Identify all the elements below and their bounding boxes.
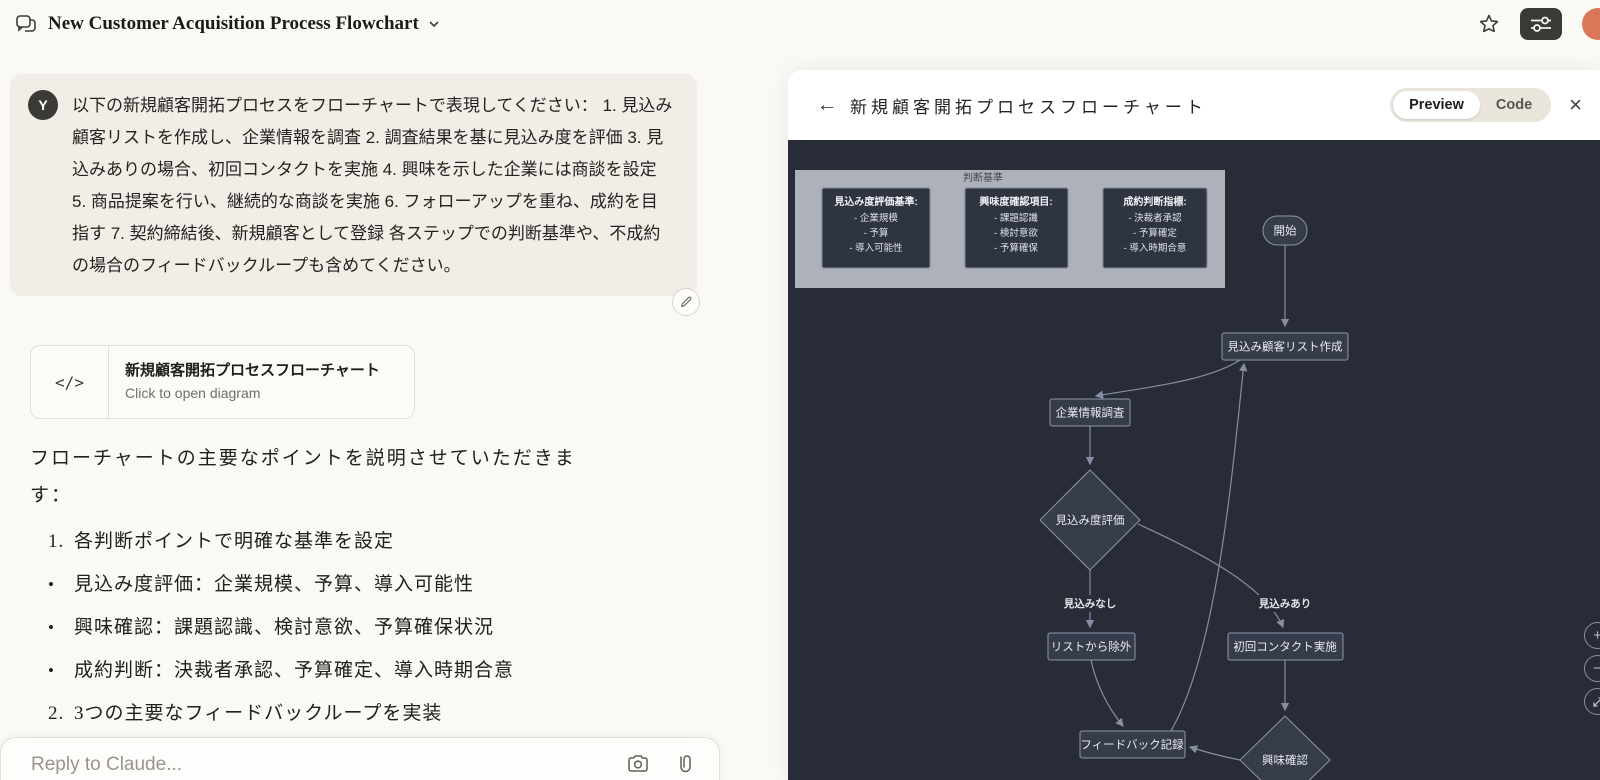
assistant-message: フローチャートの主要なポイントを説明させていただきます： 1. 各判断ポイントで… [30, 440, 640, 742]
artifact-panel-header: ← 新規顧客開拓プロセスフローチャート Preview Code × [788, 70, 1600, 140]
list-marker: 2. [48, 703, 65, 724]
flow-nodes: 開始 見込み顧客リスト作成 企業情報調査 見込み度評価 リストから除外 初回コン… [1039, 215, 1349, 780]
artifact-card[interactable]: </> 新規顧客開拓プロセスフローチャート Click to open diag… [30, 345, 415, 419]
edge-interest-to-feedback [1188, 745, 1241, 761]
code-icon: </> [31, 346, 109, 418]
chevron-down-icon[interactable] [427, 17, 441, 31]
star-icon [1479, 14, 1499, 33]
criteria-line: - 導入可能性 [849, 242, 903, 254]
criteria-box-2 [964, 187, 1069, 269]
pencil-icon [681, 296, 692, 307]
diagram-canvas[interactable]: 判断基準 見込み度評価基準: - 企業規模 - 予算 - 導入可能性 興味度確認… [788, 140, 1600, 780]
list-item: • 成約判断：決裁者承認、予算確定、導入時期合意 [48, 656, 640, 686]
user-message-text: 以下の新規顧客開拓プロセスをフローチャートで表現してください： 1. 見込み顧客… [72, 96, 673, 275]
paperclip-icon[interactable] [673, 752, 697, 776]
user-avatar: Y [28, 90, 58, 120]
list-item: • 興味確認：課題認識、検討意欲、予算確保状況 [48, 613, 640, 643]
criteria-line: - 予算確定 [1133, 227, 1177, 239]
node-remove-label: リストから除外 [1051, 640, 1132, 654]
node-feedback [1079, 730, 1186, 759]
top-bar: New Customer Acquisition Process Flowcha… [0, 0, 1600, 48]
edge-label-bg [1254, 595, 1316, 612]
chats-icon [16, 15, 36, 32]
back-button[interactable]: ← [812, 93, 842, 117]
conversation-title[interactable]: New Customer Acquisition Process Flowcha… [48, 13, 419, 34]
criteria-title: 成約判断指標: [1123, 195, 1186, 208]
artifact-card-title: 新規顧客開拓プロセスフローチャート [125, 362, 380, 379]
artifact-title: 新規顧客開拓プロセスフローチャート [850, 97, 1207, 117]
criteria-line: - 予算確保 [994, 242, 1038, 254]
node-contact-label: 初回コンタクト実施 [1233, 640, 1337, 654]
list-text: 成約判断：決裁者承認、予算確定、導入時期合意 [74, 660, 515, 681]
list-text: 3つの主要なフィードバックループを実装 [74, 703, 443, 724]
node-create-list-label: 見込み顧客リスト作成 [1228, 340, 1343, 354]
criteria-group: 判断基準 見込み度評価基準: - 企業規模 - 予算 - 導入可能性 興味度確認… [795, 170, 1225, 288]
list-item: 2. 3つの主要なフィードバックループを実装 [48, 699, 640, 729]
star-button[interactable] [1472, 7, 1506, 41]
tab-preview[interactable]: Preview [1393, 91, 1480, 119]
edge-label-yes: 見込みあり [1258, 597, 1312, 610]
mermaid-flowchart: 判断基準 見込み度評価基準: - 企業規模 - 予算 - 導入可能性 興味度確認… [795, 170, 1349, 780]
node-start-label: 開始 [1274, 224, 1297, 238]
edge-create-to-research [1094, 359, 1241, 399]
assistant-intro: フローチャートの主要なポイントを説明させていただきます： [30, 448, 576, 506]
edge-feedback-to-create-loop [1170, 362, 1248, 732]
list-text: 興味確認：課題認識、検討意欲、予算確保状況 [74, 617, 495, 638]
artifact-card-subtitle: Click to open diagram [125, 385, 261, 401]
criteria-title: 興味度確認項目: [979, 195, 1052, 208]
profile-avatar[interactable] [1582, 8, 1600, 40]
criteria-line: - 企業規模 [854, 212, 898, 224]
edge-label-no: 見込みなし [1063, 597, 1117, 610]
criteria-box-1 [821, 187, 931, 269]
preview-code-toggle: Preview Code [1390, 88, 1552, 122]
node-interest-diamond [1239, 715, 1331, 780]
node-research-label: 企業情報調査 [1056, 406, 1125, 420]
close-panel-button[interactable]: × [1569, 92, 1582, 117]
criteria-line: - 検討意欲 [994, 227, 1038, 239]
node-feedback-label: フィードバック記録 [1080, 738, 1184, 752]
minus-icon: − [1593, 660, 1600, 677]
criteria-title: 見込み度評価基準: [833, 195, 917, 208]
criteria-line: - 導入時期合意 [1124, 242, 1187, 254]
node-interest-label: 興味確認 [1262, 753, 1308, 767]
bullet-marker: • [48, 618, 55, 637]
node-research [1049, 398, 1131, 427]
node-contact [1227, 632, 1344, 661]
node-evaluate-label: 見込み度評価 [1056, 513, 1125, 527]
node-start [1262, 215, 1308, 246]
criteria-line: - 課題認識 [994, 212, 1038, 224]
list-item: • 見込み度評価：企業規模、予算、導入可能性 [48, 570, 640, 600]
list-text: 各判断ポイントで明確な基準を設定 [74, 531, 395, 552]
artifact-panel: ← 新規顧客開拓プロセスフローチャート Preview Code × 判断基準 … [788, 70, 1600, 780]
list-text: 見込み度評価：企業規模、予算、導入可能性 [74, 574, 475, 595]
node-create-list [1221, 332, 1349, 361]
sliders-icon [1531, 16, 1551, 32]
node-remove [1047, 632, 1136, 661]
tab-code[interactable]: Code [1480, 91, 1548, 119]
list-item: 1. 各判断ポイントで明確な基準を設定 [48, 527, 640, 557]
edit-message-button[interactable] [672, 288, 700, 316]
criteria-line: - 予算 [864, 227, 889, 239]
list-marker: 1. [48, 531, 65, 552]
edge-label-bg [1059, 595, 1121, 612]
user-message: Y 以下の新規顧客開拓プロセスをフローチャートで表現してください： 1. 見込み… [10, 74, 700, 316]
composer-input[interactable]: Reply to Claude... [31, 754, 183, 775]
fit-view-icon [1592, 696, 1600, 707]
plus-icon: + [1593, 627, 1600, 644]
edge-remove-to-feedback [1090, 659, 1124, 727]
artifact-settings-button[interactable] [1520, 8, 1562, 40]
node-evaluate-diamond [1039, 469, 1141, 571]
bullet-marker: • [48, 661, 55, 680]
criteria-box-3 [1102, 187, 1208, 269]
edge-evaluate-to-contact [1137, 523, 1284, 629]
camera-icon[interactable] [626, 752, 650, 776]
composer: Reply to Claude... [0, 737, 720, 780]
criteria-group-label: 判断基準 [963, 171, 1003, 184]
criteria-line: - 決裁者承認 [1128, 212, 1182, 224]
edge-labels: 見込みなし 見込みあり [1059, 595, 1316, 612]
bullet-marker: • [48, 575, 55, 594]
